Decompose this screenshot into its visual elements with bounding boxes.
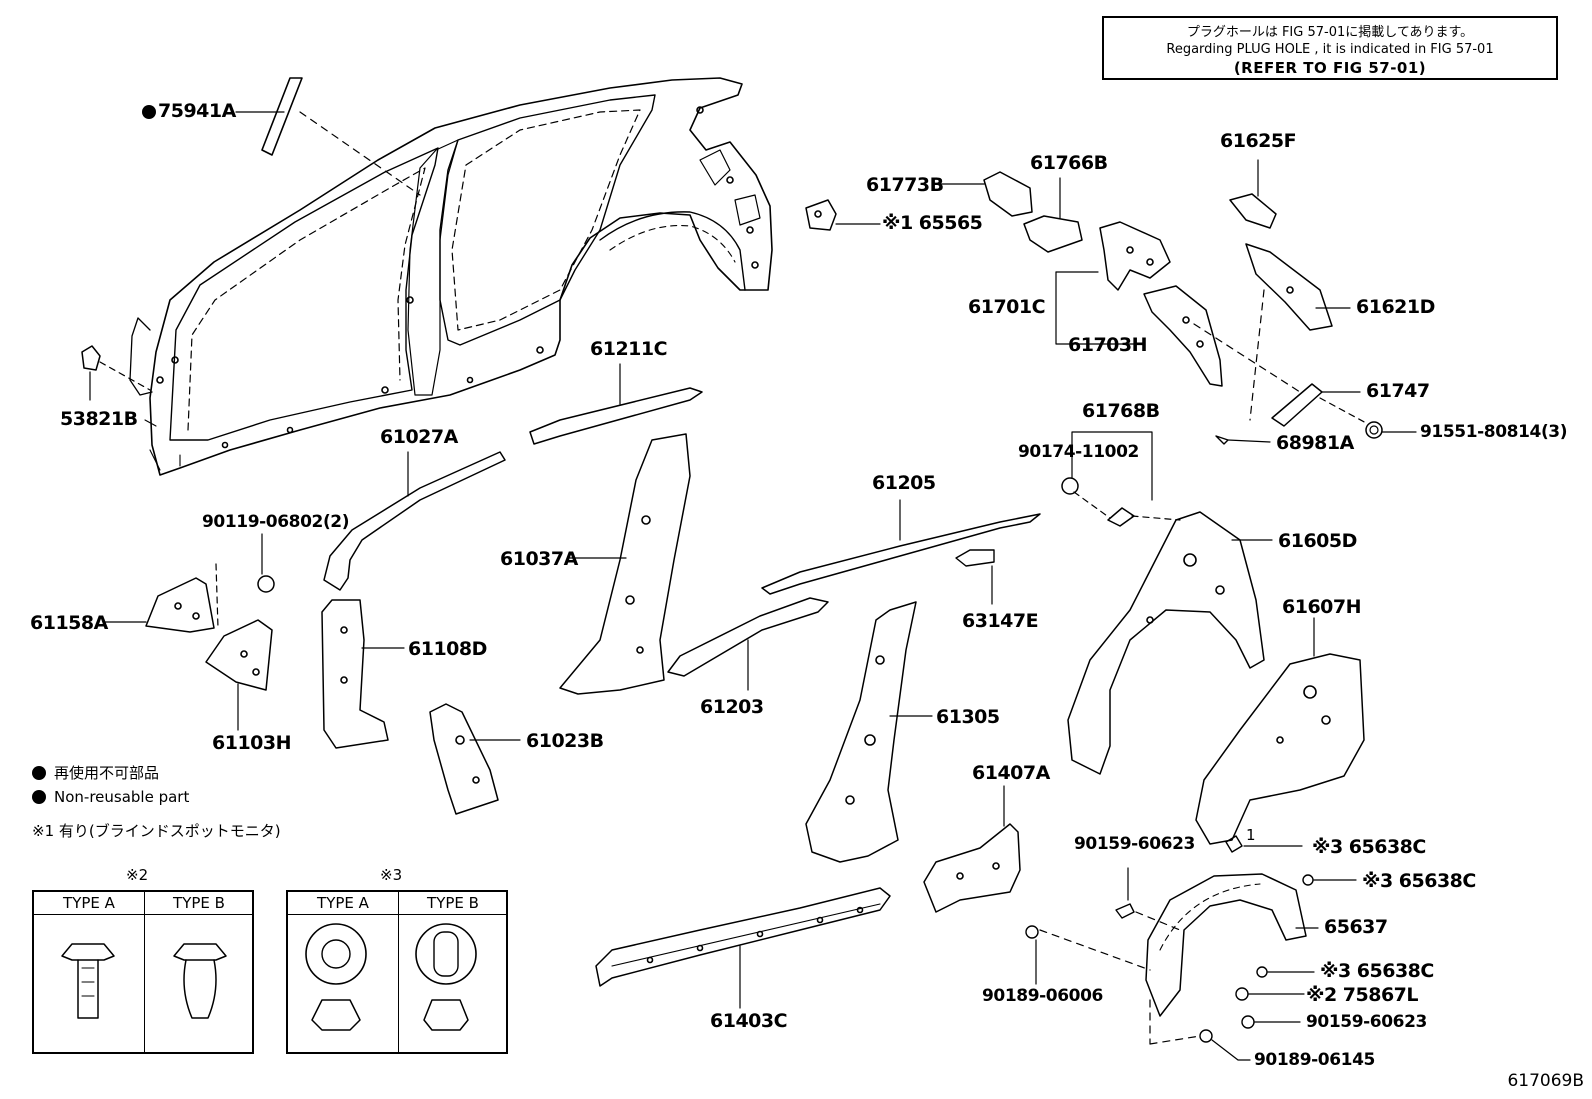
part-label-63147e[interactable]: 63147E [962, 610, 1039, 632]
note-line-refer: (REFER TO FIG 57-01) [1233, 59, 1427, 77]
part-label-65638c-1[interactable]: ※3 65638C [1312, 836, 1426, 858]
part-61211c-shape [529, 363, 703, 445]
box2-header-divider [34, 914, 252, 915]
part-label-61205[interactable]: 61205 [872, 472, 936, 494]
part-label-65638c-3[interactable]: ※3 65638C [1320, 960, 1434, 982]
part-label-61625f[interactable]: 61625F [1220, 130, 1297, 152]
part-label-90189-06006[interactable]: 90189-06006 [982, 986, 1103, 1006]
part-label-61023b[interactable]: 61023B [526, 730, 604, 752]
part-61768b-shape [1061, 431, 1153, 527]
part-63147e-shape [955, 549, 995, 605]
box3-column-divider [398, 892, 399, 1052]
clip-type-icons [61, 923, 477, 1031]
part-label-61108d[interactable]: 61108D [408, 638, 487, 660]
part-label-61607h[interactable]: 61607H [1282, 596, 1362, 618]
part-label-61211c[interactable]: 61211C [590, 338, 668, 360]
part-61158a-61103h-shape [103, 533, 275, 731]
box3-type-b: TYPE B [427, 894, 479, 912]
part-label-61027a[interactable]: 61027A [380, 426, 458, 448]
part-label-61403c[interactable]: 61403C [710, 1010, 788, 1032]
note-line-en: Regarding PLUG HOLE , it is indicated in… [1166, 42, 1494, 57]
part-label-61158a[interactable]: 61158A [30, 612, 108, 634]
part-label-65565[interactable]: ※1 65565 [882, 212, 983, 234]
part-label-75941a[interactable]: 75941A [142, 102, 236, 121]
part-65637-shape [1025, 835, 1357, 1061]
part-53821b-shape [81, 345, 151, 401]
part-label-90159-60623-a[interactable]: 90159-60623 [1074, 834, 1195, 854]
part-label-61747[interactable]: 61747 [1366, 380, 1430, 402]
callout-number-1: 1 [1246, 826, 1256, 844]
part-label-90174-11002[interactable]: 90174-11002 [1018, 442, 1139, 462]
box3-mark: ※3 [380, 866, 403, 884]
part-75941a-shape [235, 77, 421, 196]
part-label-61407a[interactable]: 61407A [972, 762, 1050, 784]
part-label-90159-60623-b[interactable]: 90159-60623 [1306, 1012, 1427, 1032]
part-61305-shape [805, 601, 933, 863]
part-label-75867l[interactable]: ※2 75867L [1306, 984, 1419, 1006]
part-label-61773b[interactable]: 61773B [866, 174, 944, 196]
legend-non-reusable-jp: 再使用不可部品 [32, 766, 159, 781]
part-61037a-shape [559, 433, 691, 695]
legend-non-reusable-en: Non-reusable part [32, 790, 189, 805]
box2-type-b: TYPE B [173, 894, 225, 912]
non-reusable-dot-icon [32, 766, 46, 780]
part-label-61103h[interactable]: 61103H [212, 732, 292, 754]
part-label-61037a[interactable]: 61037A [500, 548, 578, 570]
part-61023b-shape [429, 703, 521, 815]
non-reusable-dot-icon [32, 790, 46, 804]
part-61027a-shape [323, 451, 506, 591]
part-label-61203[interactable]: 61203 [700, 696, 764, 718]
box2-mark: ※2 [126, 866, 149, 884]
figure-number: 617069B [1507, 1071, 1584, 1091]
clip-type-box-3: TYPE A TYPE B [286, 890, 508, 1054]
part-label-91551-80814[interactable]: 91551-80814(3) [1420, 422, 1568, 442]
part-61607h-shape [1195, 617, 1365, 845]
part-61403c-shape [595, 887, 891, 1009]
part-61205-shape [761, 499, 1041, 595]
box2-type-a: TYPE A [63, 894, 115, 912]
part-61203-shape [667, 597, 829, 691]
note-line-jp: プラグホールは FIG 57-01に掲載してあります。 [1186, 25, 1474, 40]
non-reusable-dot-icon [142, 105, 156, 119]
legend-note-1: ※1 有り(ブラインドスポットモニタ) [32, 822, 281, 840]
part-65565-shape [805, 199, 881, 231]
part-label-61621d[interactable]: 61621D [1356, 296, 1435, 318]
box3-type-a: TYPE A [317, 894, 369, 912]
rear-upper-pillar-cluster [939, 159, 1351, 421]
part-label-61605d[interactable]: 61605D [1278, 530, 1357, 552]
part-61407a-shape [923, 785, 1021, 913]
box2-column-divider [144, 892, 145, 1052]
reference-note-box: プラグホールは FIG 57-01に掲載してあります。 Regarding PL… [1102, 16, 1558, 80]
box3-header-divider [288, 914, 506, 915]
clip-type-box-2: TYPE A TYPE B [32, 890, 254, 1054]
part-label-61703h[interactable]: 61703H [1068, 334, 1148, 356]
part-label-61768b[interactable]: 61768B [1082, 400, 1160, 422]
part-label-65637[interactable]: 65637 [1324, 916, 1388, 938]
part-label-90189-06145[interactable]: 90189-06145 [1254, 1050, 1375, 1070]
part-label-61701c[interactable]: 61701C [968, 296, 1046, 318]
part-label-61766b[interactable]: 61766B [1030, 152, 1108, 174]
part-label-53821b[interactable]: 53821B [60, 408, 138, 430]
part-label-90119-06802[interactable]: 90119-06802(2) [202, 512, 350, 532]
part-label-68981a[interactable]: 68981A [1276, 432, 1354, 454]
part-61108d-shape [321, 599, 405, 749]
part-61605d-shape [1067, 511, 1273, 775]
part-label-65638c-2[interactable]: ※3 65638C [1362, 870, 1476, 892]
part-label-61305[interactable]: 61305 [936, 706, 1000, 728]
part-61747-shape [1215, 383, 1417, 445]
body-side-outer-panel [129, 77, 773, 476]
